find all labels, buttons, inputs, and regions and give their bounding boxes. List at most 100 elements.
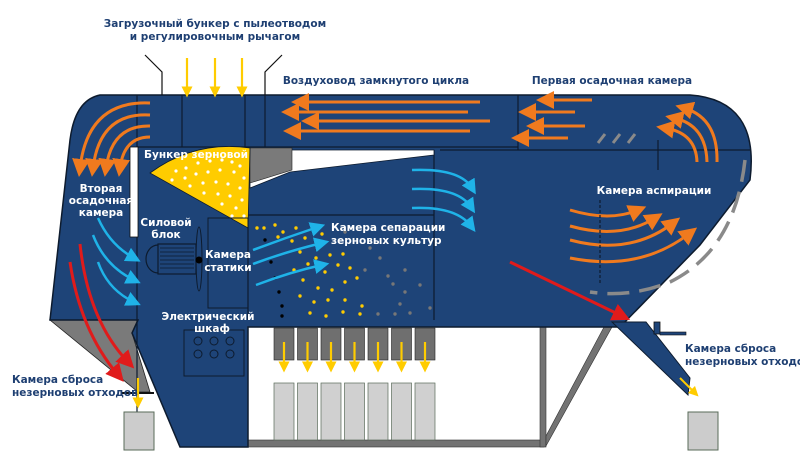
label-separation-chamber-1: Камера сепарации: [331, 222, 445, 234]
clean-air-arrows-separation: [252, 168, 476, 287]
loading-hopper-outline: [144, 54, 283, 95]
label-static-chamber-2: статики: [204, 262, 251, 274]
grain-bin: [273, 382, 295, 441]
grain-particle: [320, 232, 324, 236]
grain-bunker-fill: [149, 146, 251, 229]
electrical-cabinet: [183, 329, 245, 377]
grain-particle: [281, 230, 285, 234]
grain-particle: [341, 252, 345, 256]
grain-dot: [214, 180, 218, 184]
grain-particle: [316, 286, 320, 290]
label-static-chamber-1: Камера: [205, 249, 251, 261]
grain-dot: [188, 184, 192, 188]
light-particle: [398, 302, 402, 306]
grain-particle: [308, 311, 312, 315]
label-aspiration-chamber: Камера аспирации: [597, 185, 712, 197]
grain-dot: [238, 164, 242, 168]
grain-particle: [276, 235, 280, 239]
grain-dot: [228, 194, 232, 198]
grain-particle: [355, 276, 359, 280]
grain-bunker-dots: [170, 158, 246, 218]
grain-bin: [344, 382, 365, 441]
duct-airflow-arrows: [281, 91, 719, 163]
label-left-waste-1: Камера сброса: [12, 374, 103, 386]
label-power-unit-1: Силовой: [140, 217, 191, 229]
light-particle: [363, 268, 367, 272]
grain-dot: [242, 214, 246, 218]
light-particle: [418, 283, 422, 287]
heavy-particle: [269, 260, 273, 264]
loading-arrows: [181, 58, 248, 98]
gap-plate: [249, 147, 293, 184]
label-left-waste-2: незерновых отходов: [12, 387, 138, 399]
label-second-settling-1: Вторая: [80, 183, 123, 195]
grain-dot: [206, 170, 210, 174]
grain-dot: [183, 176, 187, 180]
waste-flow-arrows: [68, 243, 631, 382]
label-separation-chamber-2: зерновых культур: [331, 235, 442, 247]
grain-dot: [196, 161, 200, 165]
heavy-particle: [277, 290, 281, 294]
label-right-waste-2: незерновых отходов: [685, 356, 800, 368]
label-second-settling-2: осадочная: [69, 195, 134, 207]
right-waste-bin: [687, 411, 719, 451]
label-second-settling-3: камера: [79, 207, 124, 219]
heavy-particle: [280, 304, 284, 308]
motor-icon: [145, 226, 203, 292]
label-grain-bunker: Бункер зерновой: [144, 149, 248, 161]
grain-dot: [174, 169, 178, 173]
grain-particle: [301, 278, 305, 282]
grain-particle: [290, 239, 294, 243]
grain-particle: [336, 263, 340, 267]
grain-dot: [202, 191, 206, 195]
grain-bin: [297, 382, 318, 441]
first-chamber-baffles: [596, 133, 637, 144]
grain-dot: [218, 168, 222, 172]
grain-dot: [216, 192, 220, 196]
heavy-particle: [280, 314, 284, 318]
grain-particle: [330, 288, 334, 292]
light-particle: [368, 246, 372, 250]
aspiration-arrows: [569, 205, 698, 264]
grain-dot: [201, 181, 205, 185]
light-particle: [428, 306, 432, 310]
grain-particle: [358, 312, 362, 316]
separation-particles: [255, 223, 432, 318]
grain-dot: [232, 170, 236, 174]
grain-dot: [208, 159, 212, 163]
label-duct: Воздуховод замкнутого цикла: [283, 75, 469, 87]
grain-dot: [170, 178, 174, 182]
grain-particle: [314, 256, 318, 260]
grain-particle: [343, 280, 347, 284]
grain-particle: [312, 300, 316, 304]
grain-particle: [324, 314, 328, 318]
grain-outlets: [273, 327, 436, 441]
grain-dot: [234, 206, 238, 210]
heavy-particle: [263, 238, 267, 242]
light-particle: [403, 268, 407, 272]
label-electrical-cabinet-1: Электрический: [162, 311, 255, 323]
grain-bin: [414, 382, 436, 441]
light-particle: [408, 311, 412, 315]
grain-particle: [323, 270, 327, 274]
grain-dot: [238, 186, 242, 190]
grain-particle: [294, 226, 298, 230]
static-chamber-box: [207, 217, 249, 309]
grain-dot: [220, 158, 224, 162]
left-waste-bin: [123, 411, 155, 451]
aspiration-grille: [589, 159, 747, 296]
grain-particle: [360, 304, 364, 308]
grain-bin: [320, 382, 342, 441]
label-electrical-cabinet-2: шкаф: [194, 323, 230, 335]
light-particle: [343, 230, 347, 234]
grain-bin: [391, 382, 412, 441]
grain-dot: [184, 166, 188, 170]
light-particle: [393, 312, 397, 316]
grain-particle: [348, 266, 352, 270]
label-loading-hopper-2: и регулировочным рычагом: [130, 31, 300, 43]
light-particle: [403, 290, 407, 294]
grain-particle: [328, 253, 332, 257]
grain-bin: [367, 382, 389, 441]
grain-dot: [230, 160, 234, 164]
